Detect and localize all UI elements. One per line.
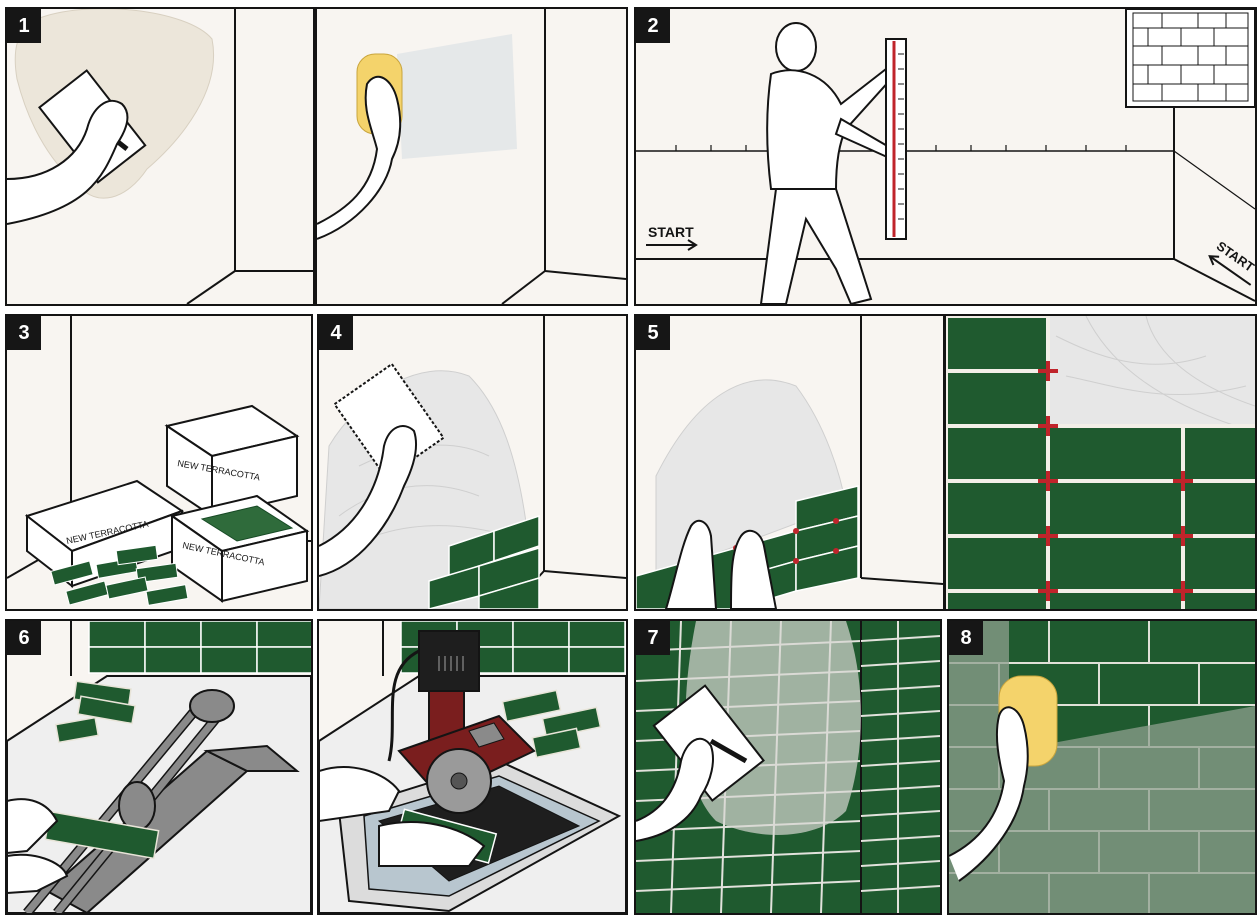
tile-box-top: NEW TERRACOTTA bbox=[167, 406, 297, 516]
step-badge: 3 bbox=[7, 316, 41, 350]
step-badge: 6 bbox=[7, 621, 41, 655]
step-number: 3 bbox=[18, 322, 29, 344]
panel-1b-sponge-wall bbox=[315, 7, 628, 306]
damp-wall-area bbox=[397, 34, 517, 159]
step-badge: 1 bbox=[7, 9, 41, 43]
step-number: 2 bbox=[647, 15, 658, 37]
panel-7-illustration bbox=[636, 621, 940, 913]
tile-layout-grid bbox=[1126, 9, 1255, 107]
step-badge: 7 bbox=[636, 621, 670, 655]
panel-5b-spacer-closeup bbox=[944, 314, 1257, 611]
start-label-right: START bbox=[1214, 238, 1255, 275]
panel-1a-illustration bbox=[7, 9, 313, 304]
man-figure bbox=[761, 23, 901, 304]
wall-tiles bbox=[89, 621, 311, 673]
panel-5a-illustration bbox=[636, 316, 943, 609]
panel-1b-illustration bbox=[317, 9, 626, 304]
panel-5b-illustration bbox=[946, 316, 1255, 609]
panel-6b-wet-tile-saw bbox=[317, 619, 628, 915]
panel-2-measure-layout: 2 bbox=[634, 7, 1257, 306]
panel-1a-apply-primer-trowel: 1 bbox=[5, 7, 315, 306]
panel-8-illustration bbox=[949, 621, 1255, 913]
step-number: 4 bbox=[330, 322, 341, 344]
panel-8-clean-with-sponge: 8 bbox=[947, 619, 1257, 915]
start-label-left: START bbox=[648, 224, 694, 240]
panel-5a-place-tiles-spacers: 5 bbox=[634, 314, 945, 611]
panel-4-spread-adhesive: 4 bbox=[317, 314, 628, 611]
step-number: 7 bbox=[647, 627, 658, 649]
step-badge: 5 bbox=[636, 316, 670, 350]
panel-4-illustration bbox=[319, 316, 626, 609]
step-number: 6 bbox=[18, 627, 29, 649]
start-arrow-left: START bbox=[646, 224, 696, 250]
step-number: 5 bbox=[647, 322, 658, 344]
panel-6a-illustration bbox=[7, 621, 311, 913]
step-number: 1 bbox=[18, 15, 29, 37]
panel-3-unpack-tiles: 3 NEW TERRACOTTA NEW TERRACOTTA bbox=[5, 314, 313, 611]
step-badge: 2 bbox=[636, 9, 670, 43]
panel-6b-illustration bbox=[319, 621, 626, 913]
start-arrow-right: START bbox=[1207, 238, 1255, 289]
spirit-level-icon bbox=[886, 39, 906, 239]
step-badge: 8 bbox=[949, 621, 983, 655]
panel-7-apply-grout: 7 bbox=[634, 619, 942, 915]
panel-2-illustration: START START bbox=[636, 9, 1255, 304]
step-number: 8 bbox=[960, 627, 971, 649]
step-badge: 4 bbox=[319, 316, 353, 350]
panel-3-illustration: NEW TERRACOTTA NEW TERRACOTTA NEW TERRAC… bbox=[7, 316, 311, 609]
tile-box-tiles: NEW TERRACOTTA bbox=[172, 496, 307, 601]
panel-6a-manual-tile-cutter: 6 bbox=[5, 619, 313, 915]
